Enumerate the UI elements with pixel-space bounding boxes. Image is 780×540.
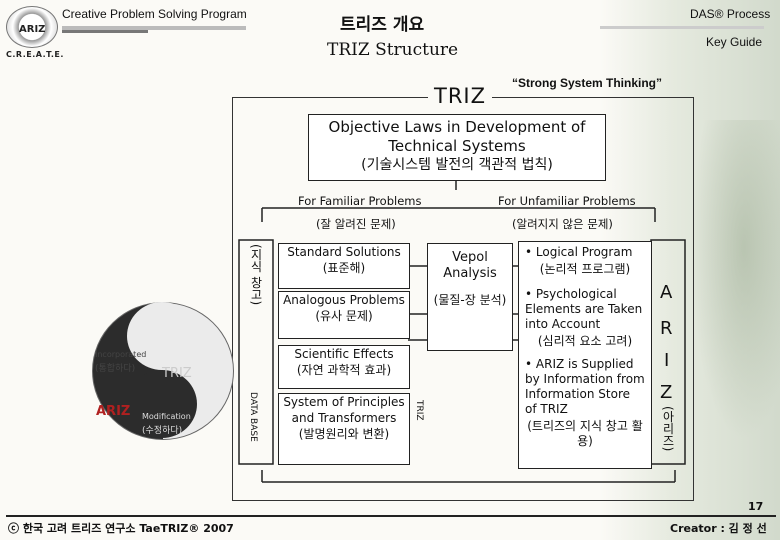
logical-program-label: • Logical Program [525, 245, 633, 259]
analogous-problems-label: Analogous Problems [283, 293, 405, 307]
standard-solutions-korean: (표준해) [322, 261, 366, 275]
analogous-problems-korean: (유사 문제) [315, 309, 373, 323]
page-number: 17 [748, 500, 764, 513]
psychological-elements-korean: (심리적 요소 고려) [537, 334, 633, 348]
footer-divider [6, 515, 776, 517]
yin-yang-ariz-label: ARIZ [96, 404, 131, 419]
header-divider-right [600, 26, 764, 29]
scientific-effects-korean: (자연 과학적 효과) [296, 363, 392, 377]
objective-laws-korean: (기술시스템 발전의 객관적 법칙) [361, 157, 553, 173]
vepol-analysis-korean: (물질-장 분석) [433, 293, 507, 307]
familiar-problems-label: For Familiar Problems [298, 194, 422, 208]
page-title-korean: 트리즈 개요 [340, 15, 425, 35]
ariz-supplied-label: • ARIZ is Supplied by Information from I… [525, 357, 645, 416]
vepol-analysis-label: Vepol Analysis [443, 250, 497, 281]
ariz-letter-i: I [664, 350, 670, 371]
analogous-problems-box: Analogous Problems (유사 문제) [278, 291, 410, 339]
ariz-letter-a: A [660, 282, 673, 303]
das-process-label: DAS® Process [690, 7, 771, 21]
modification-korean: (수정하다) [142, 426, 183, 436]
strong-system-thinking: “Strong System Thinking” [512, 76, 663, 90]
triz-vertical: TRIZ [414, 400, 424, 421]
key-guide-label: Key Guide [706, 35, 763, 49]
footer-creator: Creator : 김 정 선 [670, 522, 767, 535]
ariz-letter-r: R [660, 318, 673, 339]
objective-laws-box: Objective Laws in Development of Technic… [308, 114, 606, 181]
psychological-elements-label: • Psychological Elements are Taken into … [525, 287, 643, 331]
program-title: Creative Problem Solving Program [62, 7, 247, 21]
ariz-letter-z: Z [660, 382, 673, 403]
logical-program-korean: (논리적 프로그램) [539, 262, 631, 276]
background-shade [690, 120, 780, 440]
unfamiliar-problems-korean: (알려지지 않은 문제) [512, 217, 613, 231]
system-of-principles-korean: (발명원리와 변환) [298, 427, 390, 441]
incorporated-korean: (통합하다) [95, 364, 136, 374]
ariz-korean-vertical: (아리즈) [661, 406, 675, 452]
yin-yang-lower-lobe [127, 370, 197, 438]
system-of-principles-box: System of Principles and Transformers (발… [278, 393, 410, 465]
standard-solutions-label: Standard Solutions [287, 245, 401, 259]
ariz-features-box: • Logical Program (논리적 프로그램) • Psycholog… [518, 241, 652, 469]
system-of-principles-label: System of Principles and Transformers [283, 395, 405, 425]
knowledge-store-vertical: (지식 창고) [249, 244, 263, 306]
yin-yang-upper-lobe [127, 302, 197, 370]
unfamiliar-problems-label: For Unfamiliar Problems [498, 194, 636, 208]
scientific-effects-box: Scientific Effects (자연 과학적 효과) [278, 345, 410, 389]
standard-solutions-box: Standard Solutions (표준해) [278, 243, 410, 289]
familiar-problems-korean: (잘 알려진 문제) [316, 217, 396, 231]
header-divider [62, 26, 246, 30]
vepol-analysis-box: Vepol Analysis (물질-장 분석) [427, 243, 513, 351]
page-title-english: TRIZ Structure [327, 40, 459, 60]
triz-frame-title: TRIZ [428, 84, 492, 108]
ariz-logo: ARIZ [6, 6, 58, 48]
modification-label: Modification [142, 412, 191, 421]
incorporated-label: Incorporated [95, 350, 147, 359]
scientific-effects-label: Scientific Effects [294, 347, 394, 361]
logo-subtitle: C.R.E.A.T.E. [6, 50, 64, 59]
data-base-vertical: DATA BASE [248, 392, 258, 442]
footer-copyright: ⓒ 한국 고려 트리즈 연구소 TaeTRIZ® 2007 [8, 522, 234, 535]
yin-yang-triz-label: TRIZ [162, 366, 192, 381]
header-divider-accent [62, 30, 148, 33]
objective-laws-english: Objective Laws in Development of Technic… [328, 118, 586, 155]
ariz-supplied-korean: (트리즈의 지식 창고 활용) [527, 419, 643, 448]
